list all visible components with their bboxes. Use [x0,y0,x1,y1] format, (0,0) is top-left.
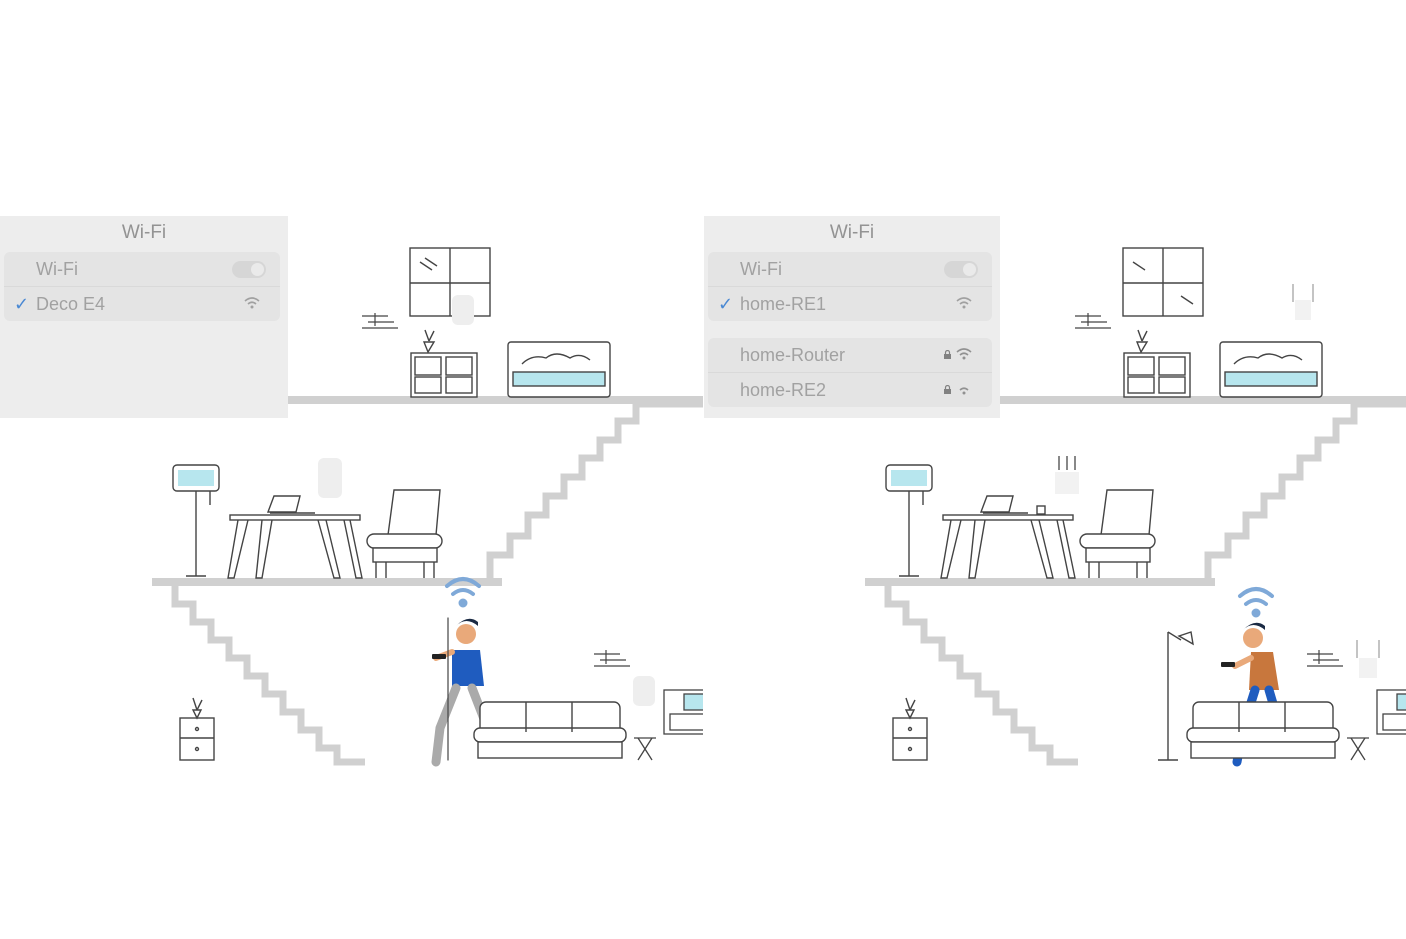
armchair [1079,489,1156,578]
wifi-signal-icon [956,297,972,309]
lower-stairs [171,586,365,766]
tv-cabinet [1376,689,1406,735]
middle-floor [152,578,502,586]
left-scene: Wi-Fi Wi-Fi ✓ Deco E4 [0,216,703,767]
wifi-settings-panel: Wi-Fi Wi-Fi ✓ Deco E4 [0,216,288,418]
upper-floor [288,396,703,404]
lock-icon [944,350,951,359]
wifi-toggle-switch[interactable] [944,261,978,278]
window [409,247,491,317]
floor-lamp [885,464,933,577]
table [940,495,1076,579]
bed [1219,341,1323,398]
upper-stairs [486,400,703,578]
network-row-connected[interactable]: ✓ Deco E4 [4,286,280,321]
house-illustration-right [865,247,1406,767]
wifi-group: Wi-Fi ✓ home-RE1 [708,252,992,321]
bed [507,341,611,398]
wifi-settings-panel: Wi-Fi Wi-Fi ✓ home-RE1 home-Router home-… [704,216,1000,418]
wifi-toggle-label: Wi-Fi [740,259,782,279]
range-extender-lower [1356,640,1380,678]
middle-floor [865,578,1215,586]
network-name: home-RE2 [740,380,827,400]
panel-title: Wi-Fi [121,222,167,243]
nightstand [410,329,478,398]
panel-title: Wi-Fi [829,222,875,243]
wifi-toggle-row[interactable]: Wi-Fi [4,252,280,286]
wifi-signal-icon [1238,587,1274,618]
network-name: home-RE1 [740,294,827,314]
checkmark-icon: ✓ [718,294,734,314]
standing-lamp [1158,631,1194,761]
network-row-connected[interactable]: ✓ home-RE1 [708,286,992,321]
sofa [1186,701,1340,759]
wifi-signal-icon [244,297,260,309]
upper-floor [1000,396,1406,404]
network-row-home-re2[interactable]: home-RE2 [708,372,992,407]
network-name: home-Router [740,345,846,365]
range-extender [1292,284,1314,320]
wifi-toggle-row[interactable]: Wi-Fi [708,252,992,286]
wifi-toggle-switch[interactable] [232,261,266,278]
wifi-signal-icon [956,348,972,360]
lower-stairs [884,586,1078,766]
other-networks-group: home-Router home-RE2 [708,338,992,407]
router-antennas [1055,456,1079,494]
checkmark-icon: ✓ [14,294,30,314]
lower-nightstand [179,697,215,761]
network-row-home-router[interactable]: home-Router [708,338,992,372]
network-name: Deco E4 [36,294,106,314]
armchair [366,489,443,578]
wifi-signal-icon [445,577,481,608]
wifi-group: Wi-Fi ✓ Deco E4 [4,252,280,321]
lock-icon [944,385,951,394]
lower-nightstand [892,697,928,761]
upper-stairs [1204,400,1406,578]
table [227,495,363,579]
floor-lamp [172,464,220,577]
window [1122,247,1204,317]
nightstand [1123,329,1191,398]
sofa [473,701,627,759]
wifi-signal-weak-icon [959,387,969,395]
right-scene: Wi-Fi Wi-Fi ✓ home-RE1 home-Router home-… [703,0,1406,939]
house-illustration-left [152,247,703,767]
tv-cabinet [663,689,703,735]
wifi-toggle-label: Wi-Fi [36,259,78,279]
